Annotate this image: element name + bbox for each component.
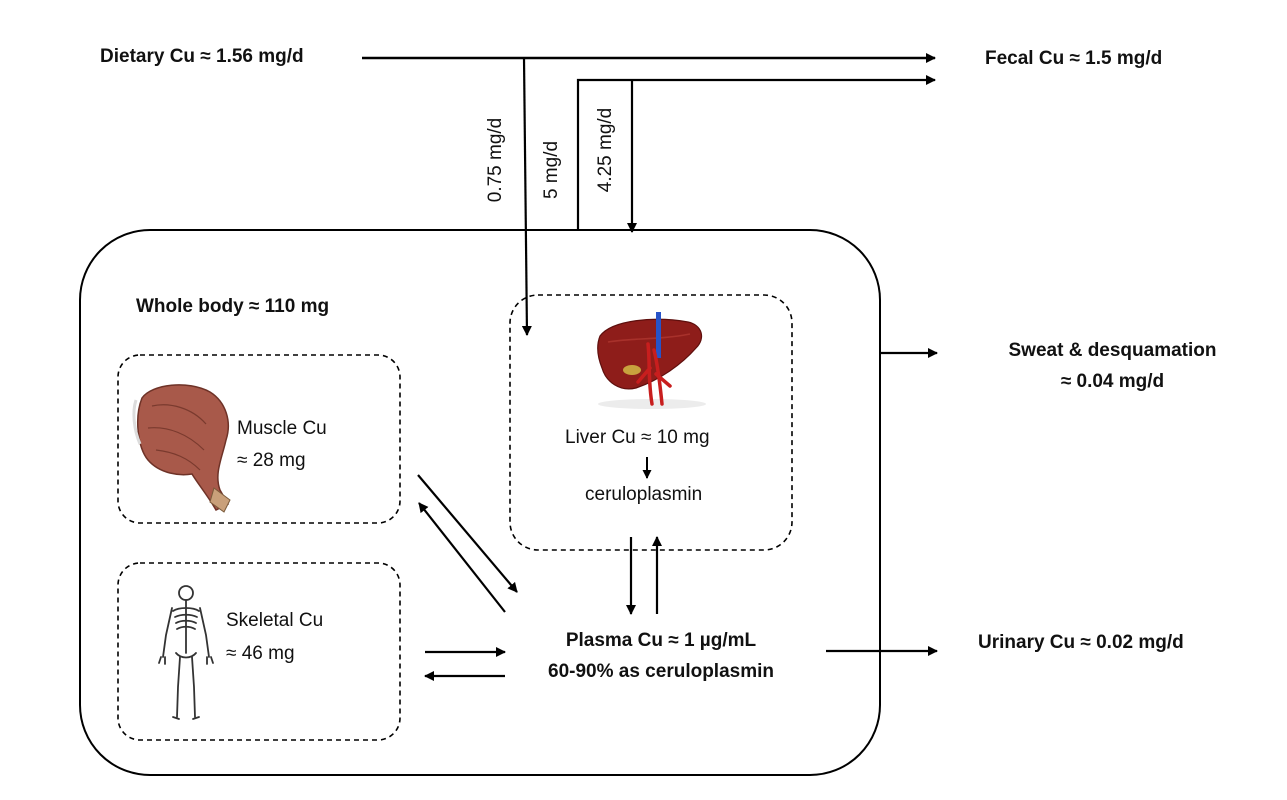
liver-compartment	[509, 294, 793, 551]
ceruloplasmin-label: ceruloplasmin	[585, 484, 703, 505]
muscle-cu-label: Muscle Cu	[237, 418, 327, 439]
sweat-amount: ≈ 0.04 mg/d	[1060, 371, 1165, 392]
muscle-cu-amount: ≈ 28 mg	[237, 450, 306, 471]
absorption-arrow	[521, 57, 532, 336]
whole-body-box	[79, 229, 881, 776]
skeletal-cu-label: Skeletal Cu	[226, 610, 324, 631]
absorbed-flow-label: 0.75 mg/d	[485, 117, 506, 203]
skeletal-cu-amount: ≈ 46 mg	[226, 643, 295, 664]
sweat-label: Sweat & desquamation	[1008, 340, 1217, 361]
skeletal-compartment	[117, 562, 401, 741]
whole-body-label: Whole body ≈ 110 mg	[136, 296, 330, 317]
muscle-compartment	[117, 354, 401, 524]
fecal-cu-label: Fecal Cu ≈ 1.5 mg/d	[985, 48, 1163, 69]
liver-cu-label: Liver Cu ≈ 10 mg	[565, 427, 710, 448]
muscle-to-plasma-arrow	[417, 474, 518, 593]
urinary-cu-label: Urinary Cu ≈ 0.02 mg/d	[978, 632, 1184, 653]
muscle-icon	[132, 384, 231, 513]
plasma-ceruloplasmin-label: 60-90% as ceruloplasmin	[548, 661, 774, 682]
reabsorbed-flow-label: 4.25 mg/d	[595, 107, 616, 193]
skeleton-icon	[158, 585, 214, 720]
plasma-to-muscle-arrow	[418, 502, 506, 613]
liver-icon	[597, 312, 706, 409]
secreted-flow-label: 5 mg/d	[541, 140, 562, 200]
plasma-cu-label: Plasma Cu ≈ 1 µg/mL	[565, 630, 757, 651]
secretion-arrow	[576, 75, 936, 230]
dietary-cu-label: Dietary Cu ≈ 1.56 mg/d	[100, 46, 304, 67]
